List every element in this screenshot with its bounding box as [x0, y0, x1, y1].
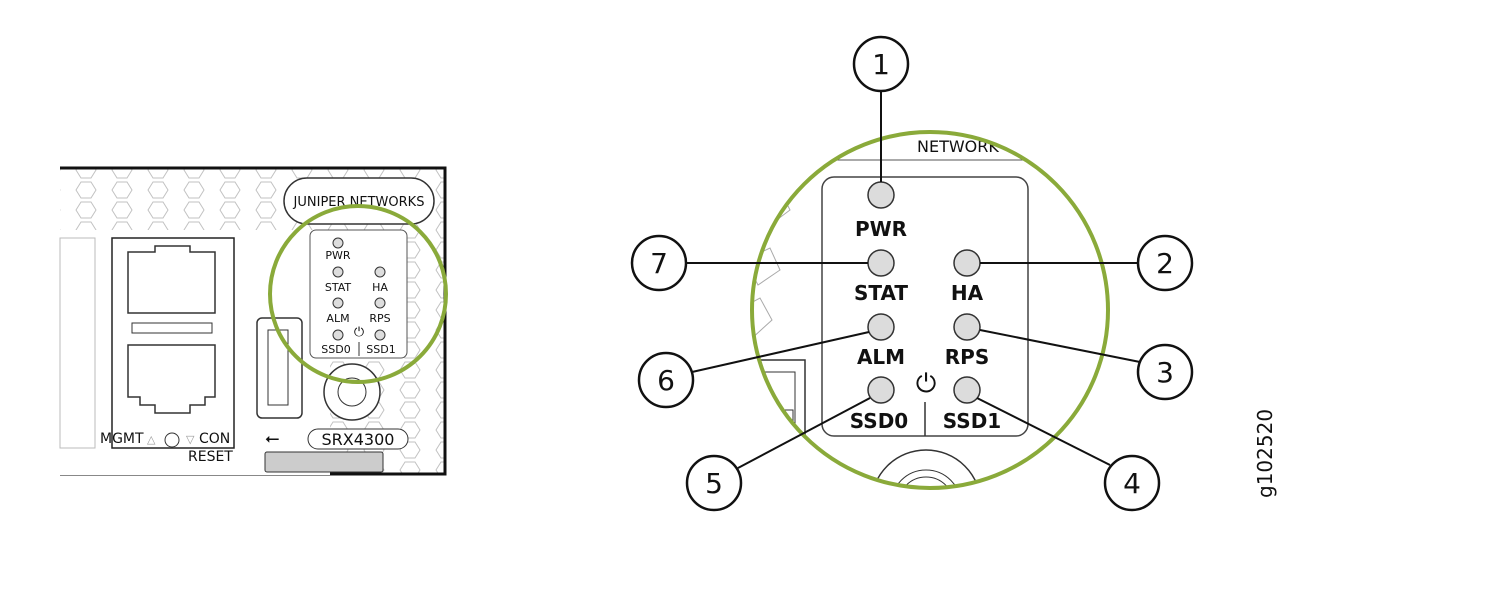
callout-6: 6: [637, 351, 695, 409]
juniper-logo: JUNIPER NETWORKS: [293, 195, 425, 210]
led-pwr: [867, 181, 895, 209]
callout-7: 7: [630, 234, 688, 292]
led-label-ha: HA: [951, 281, 984, 305]
front-panel: JUNIPER NETWORKS PWR STAT HA ALM RPS SSD…: [59, 166, 448, 476]
con-port[interactable]: [127, 344, 216, 414]
led-label-alm: ALM: [857, 345, 905, 369]
triangle-up-icon: △: [147, 433, 156, 446]
led-label-ssd1: SSD1: [943, 409, 1001, 433]
svg-text:RPS: RPS: [369, 312, 390, 325]
console-knob: [323, 363, 381, 421]
mgmt-label: MGMT: [100, 431, 144, 447]
zoomed-view: NETWORK ⏻ PWR STAT HA ALM RPS SSD0 SSD1: [630, 35, 1194, 512]
con-label: CON: [199, 431, 230, 447]
callout-5: 5: [685, 454, 743, 512]
svg-text:STAT: STAT: [325, 281, 352, 294]
zoom-circle: [750, 130, 1110, 490]
svg-text:SSD1: SSD1: [366, 343, 395, 356]
usb-port[interactable]: [256, 317, 303, 419]
led-rps: [953, 313, 981, 341]
callout-3: 3: [1136, 343, 1194, 401]
usb-icon: ⭠: [265, 428, 279, 449]
led-label-pwr: PWR: [855, 217, 907, 241]
svg-text:4: 4: [1123, 467, 1141, 500]
led-ha: [953, 249, 981, 277]
figure-id: g102520: [1253, 409, 1277, 498]
mgmt-port[interactable]: [127, 245, 216, 314]
svg-text:HA: HA: [372, 281, 388, 294]
led-stat: [867, 249, 895, 277]
led-label-rps: RPS: [945, 345, 989, 369]
callout-1: 1: [852, 35, 910, 93]
power-icon: ⏻: [354, 325, 364, 340]
reset-button[interactable]: [164, 432, 180, 448]
small-led-panel: PWR STAT HA ALM RPS SSD0 SSD1 ⏻: [321, 237, 396, 356]
led-label-ssd0: SSD0: [850, 409, 908, 433]
svg-text:SSD0: SSD0: [321, 343, 350, 356]
networks-text-zoomed: NETWORK: [917, 137, 999, 156]
power-icon-zoomed: ⏻: [916, 369, 937, 399]
model-label: SRX4300: [322, 430, 395, 449]
ethernet-ports: [111, 237, 235, 449]
led-label-stat: STAT: [854, 281, 908, 305]
led-alm: [867, 313, 895, 341]
svg-text:PWR: PWR: [325, 249, 351, 262]
svg-text:1: 1: [872, 48, 890, 81]
svg-text:ALM: ALM: [326, 312, 349, 325]
callout-4: 4: [1103, 454, 1161, 512]
pull-tab: [264, 451, 384, 473]
led-ssd0: [867, 376, 895, 404]
svg-text:3: 3: [1156, 356, 1174, 389]
svg-text:2: 2: [1156, 247, 1174, 280]
svg-text:7: 7: [650, 247, 668, 280]
callout-2: 2: [1136, 234, 1194, 292]
svg-text:5: 5: [705, 467, 723, 500]
triangle-down-icon: ▽: [186, 433, 195, 446]
svg-text:6: 6: [657, 364, 675, 397]
led-ssd1: [953, 376, 981, 404]
highlight-circle: [268, 204, 448, 384]
callout-lines: [686, 91, 1141, 469]
reset-label: RESET: [188, 449, 233, 465]
